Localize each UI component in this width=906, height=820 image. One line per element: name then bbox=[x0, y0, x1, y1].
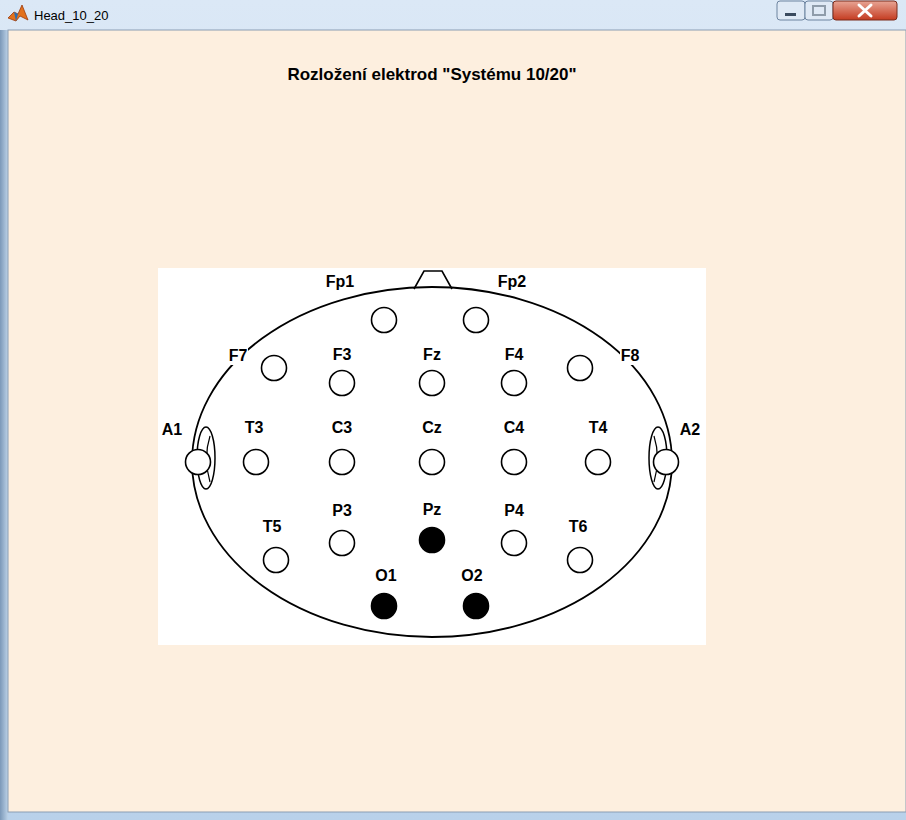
electrode: Fp1 bbox=[370, 306, 398, 334]
electrode: Fz bbox=[418, 369, 446, 397]
electrode-circle bbox=[242, 448, 270, 476]
electrode-label: T6 bbox=[568, 518, 589, 536]
electrode-circle bbox=[566, 354, 594, 382]
electrode-label: O2 bbox=[460, 567, 483, 585]
electrode: O1 bbox=[370, 592, 398, 620]
electrode-circle bbox=[262, 546, 290, 574]
electrode: A2 bbox=[652, 448, 680, 476]
window-buttons bbox=[777, 1, 897, 20]
electrode-circle bbox=[370, 592, 398, 620]
electrode: C4 bbox=[500, 448, 528, 476]
electrode-label: F8 bbox=[620, 347, 641, 365]
electrode-label: P4 bbox=[503, 502, 525, 520]
electrode-circle bbox=[586, 450, 611, 475]
electrode: F7 bbox=[260, 354, 288, 382]
electrode-circle bbox=[328, 529, 356, 557]
electrode: T5 bbox=[262, 546, 290, 574]
electrode-circle bbox=[566, 546, 594, 574]
window-title: Head_10_20 bbox=[34, 8, 108, 23]
electrode-circle bbox=[502, 531, 527, 556]
electrode-circle bbox=[418, 369, 446, 397]
electrode-circle bbox=[260, 354, 288, 382]
figure-title: Rozložení elektrod "Systému 10/20" bbox=[287, 65, 576, 85]
electrode-circle bbox=[500, 448, 528, 476]
electrode-circle bbox=[420, 450, 445, 475]
electrode-label: F7 bbox=[228, 347, 249, 365]
electrode-circle bbox=[568, 356, 593, 381]
electrode: P4 bbox=[500, 529, 528, 557]
electrode-circle bbox=[372, 308, 397, 333]
electrode-label: T3 bbox=[244, 419, 265, 437]
electrode-circle bbox=[328, 448, 356, 476]
matlab-icon bbox=[8, 5, 28, 21]
client-area bbox=[8, 30, 906, 812]
electrode: F8 bbox=[566, 354, 594, 382]
electrode-circle bbox=[186, 450, 211, 475]
electrode-circle bbox=[328, 369, 356, 397]
electrode-circle bbox=[330, 450, 355, 475]
electrode: P3 bbox=[328, 529, 356, 557]
electrode-label: T5 bbox=[262, 518, 283, 536]
electrode: O2 bbox=[462, 592, 490, 620]
electrode-circle bbox=[418, 448, 446, 476]
electrode-circle bbox=[500, 369, 528, 397]
electrode-label: F4 bbox=[504, 346, 525, 364]
electrode-circle bbox=[370, 306, 398, 334]
electrode-circle bbox=[652, 448, 680, 476]
electrode-circle bbox=[568, 548, 593, 573]
electrode-circle bbox=[330, 371, 355, 396]
electrode: F4 bbox=[500, 369, 528, 397]
electrode: C3 bbox=[328, 448, 356, 476]
electrode-circle bbox=[264, 548, 289, 573]
electrode-label: P3 bbox=[331, 502, 353, 520]
head-outline bbox=[192, 287, 672, 637]
electrode: T3 bbox=[242, 448, 270, 476]
electrode: F3 bbox=[328, 369, 356, 397]
electrode-circle bbox=[464, 308, 489, 333]
electrode-circle bbox=[420, 528, 445, 553]
electrode-circle bbox=[502, 450, 527, 475]
window-side bbox=[0, 30, 8, 820]
electrode-circle bbox=[464, 594, 489, 619]
electrode-circle bbox=[418, 526, 446, 554]
electrode-label: Fz bbox=[422, 346, 442, 364]
electrode: Fp2 bbox=[462, 306, 490, 334]
electrode-label: Fp1 bbox=[325, 273, 355, 291]
electrode: T4 bbox=[584, 448, 612, 476]
electrode-circle bbox=[420, 371, 445, 396]
electrode-circle bbox=[372, 594, 397, 619]
electrode-label: C4 bbox=[503, 419, 525, 437]
electrode-label: A2 bbox=[679, 421, 701, 439]
electrode-label: Pz bbox=[422, 501, 443, 519]
electrode-circle bbox=[502, 371, 527, 396]
electrode-circle bbox=[462, 592, 490, 620]
electrode-label: T4 bbox=[588, 419, 609, 437]
electrode: A1 bbox=[184, 448, 212, 476]
electrode: Pz bbox=[418, 526, 446, 554]
electrode-label: O1 bbox=[374, 567, 397, 585]
electrode-circle bbox=[184, 448, 212, 476]
electrode-label: A1 bbox=[161, 421, 183, 439]
electrode: Cz bbox=[418, 448, 446, 476]
electrode-label: Cz bbox=[421, 419, 443, 437]
electrode-circle bbox=[584, 448, 612, 476]
electrode-circle bbox=[500, 529, 528, 557]
electrode-circle bbox=[330, 531, 355, 556]
electrode-circle bbox=[244, 450, 269, 475]
electrode-circle bbox=[462, 306, 490, 334]
electrode: T6 bbox=[566, 546, 594, 574]
electrode-circle bbox=[262, 356, 287, 381]
electrode-label: Fp2 bbox=[497, 273, 527, 291]
electrode-circle bbox=[654, 450, 679, 475]
image-panel bbox=[158, 268, 706, 645]
electrode-label: C3 bbox=[331, 419, 353, 437]
electrode-label: F3 bbox=[332, 346, 353, 364]
